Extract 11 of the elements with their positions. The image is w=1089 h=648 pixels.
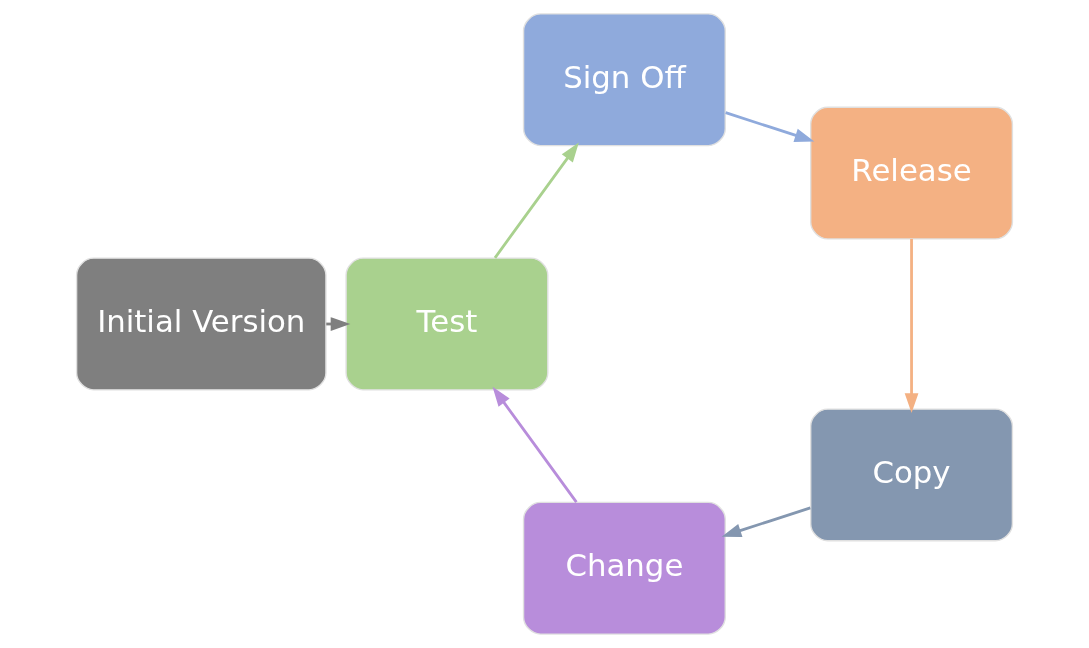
node-box: Copy	[810, 408, 1014, 542]
node-box: Initial Version	[75, 257, 327, 391]
node-box: Release	[810, 106, 1014, 240]
arrow	[721, 506, 811, 538]
arrow	[492, 386, 578, 503]
arrow	[493, 142, 579, 259]
node-box: Sign Off	[522, 13, 726, 147]
node-box: Change	[522, 501, 726, 635]
arrow	[725, 111, 815, 142]
node-box: Test	[345, 257, 549, 391]
arrow	[904, 238, 919, 413]
